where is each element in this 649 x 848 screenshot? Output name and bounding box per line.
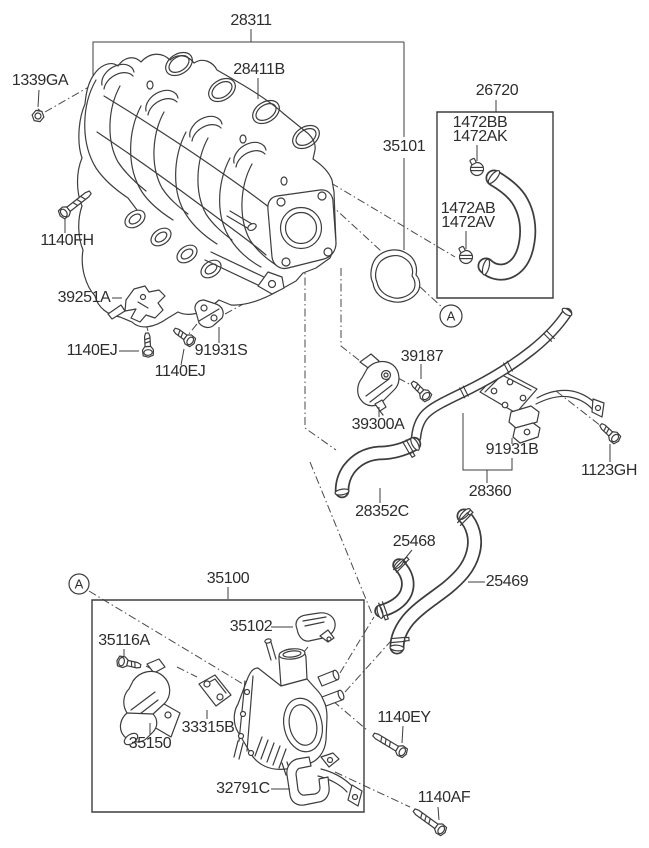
part-label-1472ab: 1472AB bbox=[440, 200, 496, 217]
purge-solenoid-drawing bbox=[358, 354, 399, 415]
pcv-hose-box bbox=[437, 112, 553, 298]
part-label-28411b: 28411B bbox=[233, 61, 285, 78]
bracket-32791c-drawing bbox=[287, 753, 362, 806]
part-label-91931b: 91931B bbox=[485, 441, 539, 458]
nut-1339ga-drawing bbox=[31, 108, 45, 122]
section-marker-a-circle-bottom bbox=[69, 574, 89, 594]
bolt-1140af-drawing bbox=[410, 805, 449, 838]
throttle-body-drawing bbox=[234, 638, 345, 775]
water-hose-short-drawing bbox=[376, 556, 409, 621]
bolt-1140ej-drawing bbox=[140, 332, 155, 359]
bolt-35116a-drawing bbox=[115, 654, 143, 673]
bracket-39251a-drawing bbox=[108, 286, 165, 322]
part-label-26720: 26720 bbox=[475, 82, 519, 99]
water-hose-long-drawing bbox=[390, 507, 475, 651]
part-label-39300a: 39300A bbox=[351, 416, 405, 433]
part-label-28311: 28311 bbox=[230, 12, 272, 29]
part-label-1339ga: 1339GA bbox=[11, 72, 69, 89]
throttle-sensor-drawing bbox=[296, 613, 335, 642]
throttle-body-box bbox=[92, 600, 364, 812]
bolt-39187-drawing bbox=[407, 377, 434, 404]
part-label-35150: 35150 bbox=[128, 735, 172, 752]
part-label-35100: 35100 bbox=[206, 570, 250, 587]
part-label-33315b: 33315B bbox=[181, 719, 235, 736]
part-label-32791c: 32791C bbox=[216, 780, 270, 797]
bolt-1140ey-drawing bbox=[370, 729, 410, 760]
part-label-35102: 35102 bbox=[229, 618, 273, 635]
bracket-91931s-drawing bbox=[195, 300, 223, 327]
intake-manifold-drawing bbox=[78, 54, 337, 327]
part-label-39187: 39187 bbox=[400, 348, 444, 365]
part-label-1140af: 1140AF bbox=[417, 789, 471, 806]
section-marker-a-circle-top bbox=[440, 305, 462, 327]
vacuum-pipe-assembly-drawing bbox=[416, 307, 604, 443]
part-label-91931s: 91931S bbox=[194, 342, 248, 359]
vacuum-hose-drawing bbox=[335, 437, 421, 496]
gasket-plate-drawing bbox=[199, 675, 231, 706]
part-label-35101: 35101 bbox=[382, 138, 426, 155]
throttle-gasket-drawing bbox=[371, 250, 420, 302]
section-marker-a-bottom: A bbox=[74, 576, 84, 592]
idle-actuator-drawing bbox=[120, 659, 180, 747]
part-label-1472ak: 1472AK bbox=[452, 128, 508, 145]
part-label-28352c: 28352C bbox=[355, 503, 409, 520]
manifold-gasket-drawing bbox=[161, 48, 323, 154]
part-label-1140ej-2: 1140EJ bbox=[154, 363, 206, 380]
bolt-1123gh-drawing bbox=[596, 420, 623, 446]
part-label-35116a: 35116A bbox=[98, 632, 150, 649]
part-label-1140ej-1: 1140EJ bbox=[66, 342, 118, 359]
part-label-1472av: 1472AV bbox=[441, 214, 495, 231]
part-label-25468: 25468 bbox=[392, 533, 436, 550]
pipe-bracket-drawing bbox=[509, 406, 540, 443]
part-label-1140ey: 1140EY bbox=[377, 709, 431, 726]
part-label-1472bb: 1472BB bbox=[452, 114, 508, 131]
leader-lines bbox=[38, 29, 610, 820]
part-label-25469: 25469 bbox=[485, 573, 529, 590]
section-marker-a-top: A bbox=[446, 308, 456, 324]
part-label-28360: 28360 bbox=[468, 483, 512, 500]
part-label-1140fh: 1140FH bbox=[40, 232, 94, 249]
part-label-39251a: 39251A bbox=[57, 289, 111, 306]
part-label-1123gh: 1123GH bbox=[580, 462, 638, 479]
